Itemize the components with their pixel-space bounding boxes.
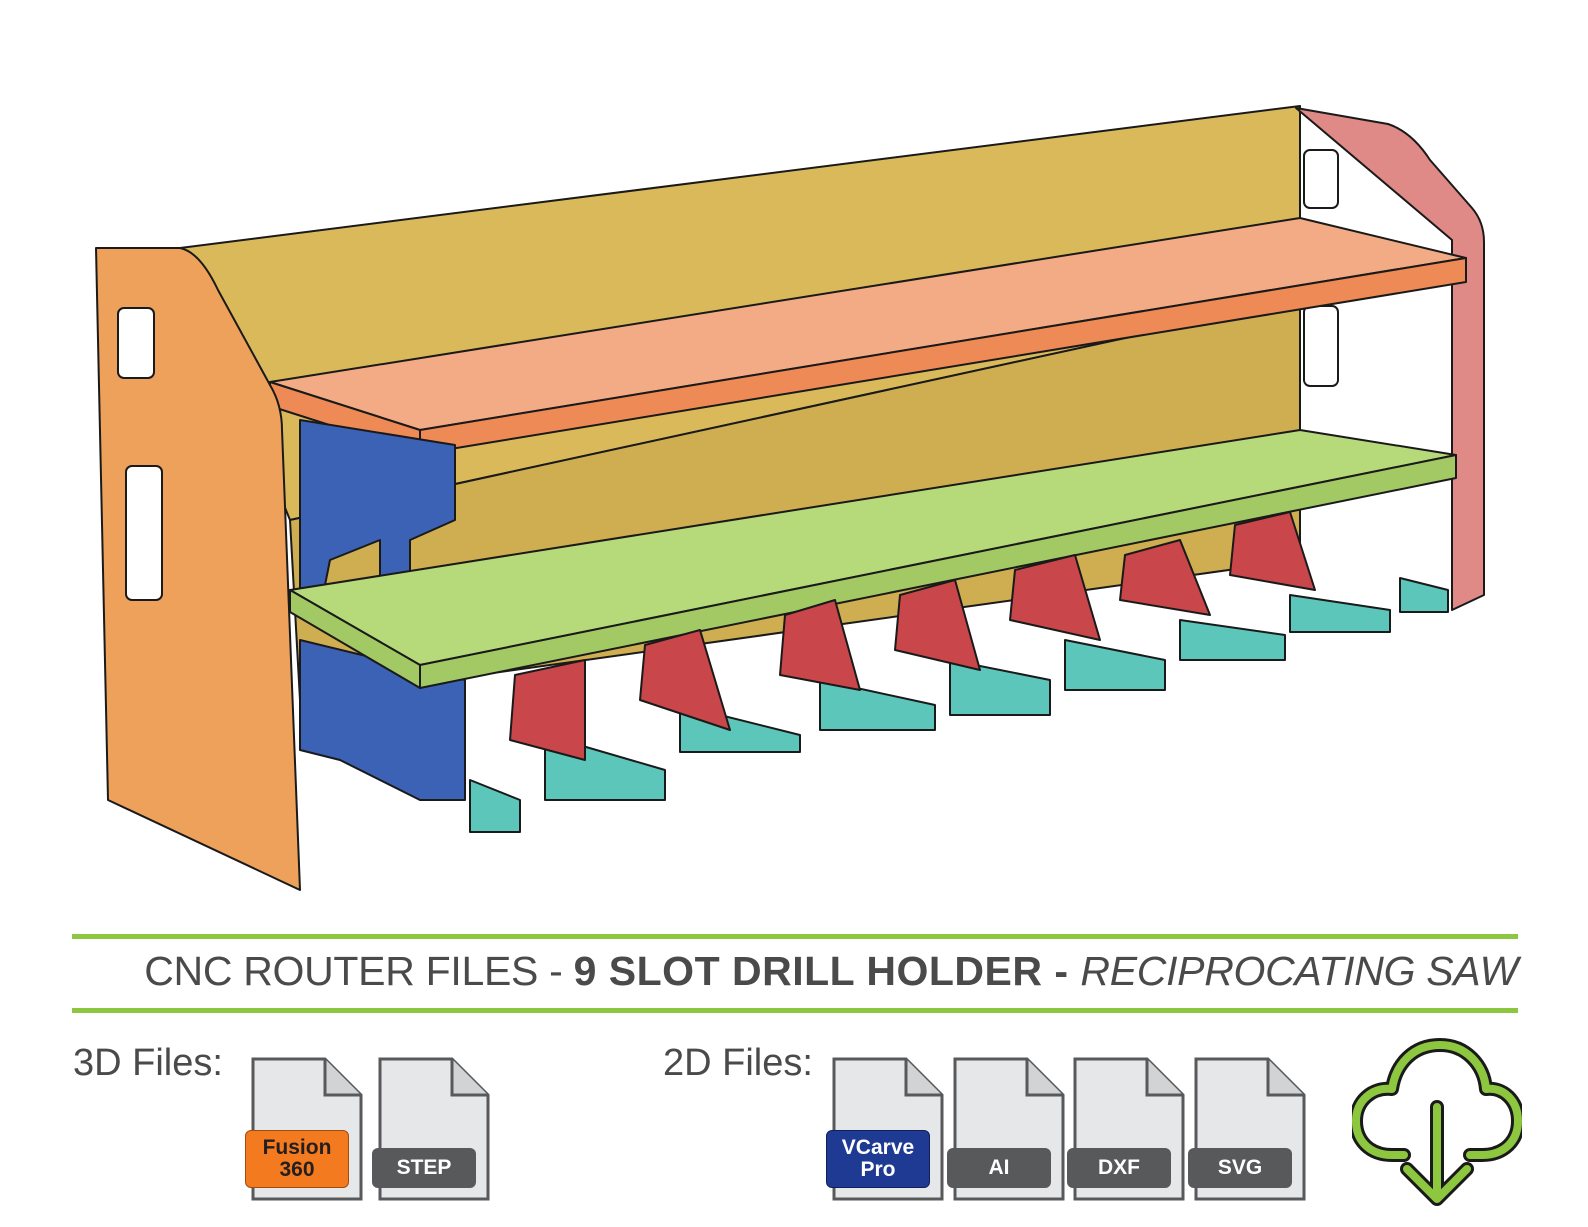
files-3d-label: 3D Files: (73, 1042, 223, 1084)
files-2d-label: 2D Files: (663, 1042, 813, 1084)
right-side-panel (1295, 107, 1485, 611)
dxf-tag: DXF (1067, 1148, 1171, 1188)
svg-tag: SVG (1188, 1148, 1292, 1188)
step-file-icon: STEP (372, 1057, 492, 1203)
dxf-file-icon: DXF (1067, 1057, 1187, 1203)
bottom-shelf-end (289, 589, 421, 689)
drill-holder-3d-model (95, 105, 1485, 891)
left-handle-hole-upper (117, 307, 155, 379)
title-product: 9 SLOT DRILL HOLDER - (573, 948, 1081, 994)
ai-tag: AI (947, 1148, 1051, 1188)
right-handle-hole-upper (1303, 149, 1339, 209)
ai-file-icon: AI (947, 1057, 1067, 1203)
right-handle-hole-lower (1303, 305, 1339, 387)
step-tag: STEP (372, 1148, 476, 1188)
left-handle-hole-lower (125, 465, 163, 601)
svg-file-icon: SVG (1188, 1057, 1308, 1203)
divider-line-top (72, 934, 1518, 939)
product-title: CNC ROUTER FILES - 9 SLOT DRILL HOLDER -… (72, 948, 1518, 995)
title-prefix: CNC ROUTER FILES - (144, 948, 574, 994)
title-variant: RECIPROCATING SAW (1080, 948, 1518, 994)
divider-line-bottom (72, 1008, 1518, 1013)
left-side-panel (95, 247, 301, 891)
cloud-download-icon[interactable] (1352, 1037, 1522, 1207)
slot-supports (509, 511, 1316, 761)
